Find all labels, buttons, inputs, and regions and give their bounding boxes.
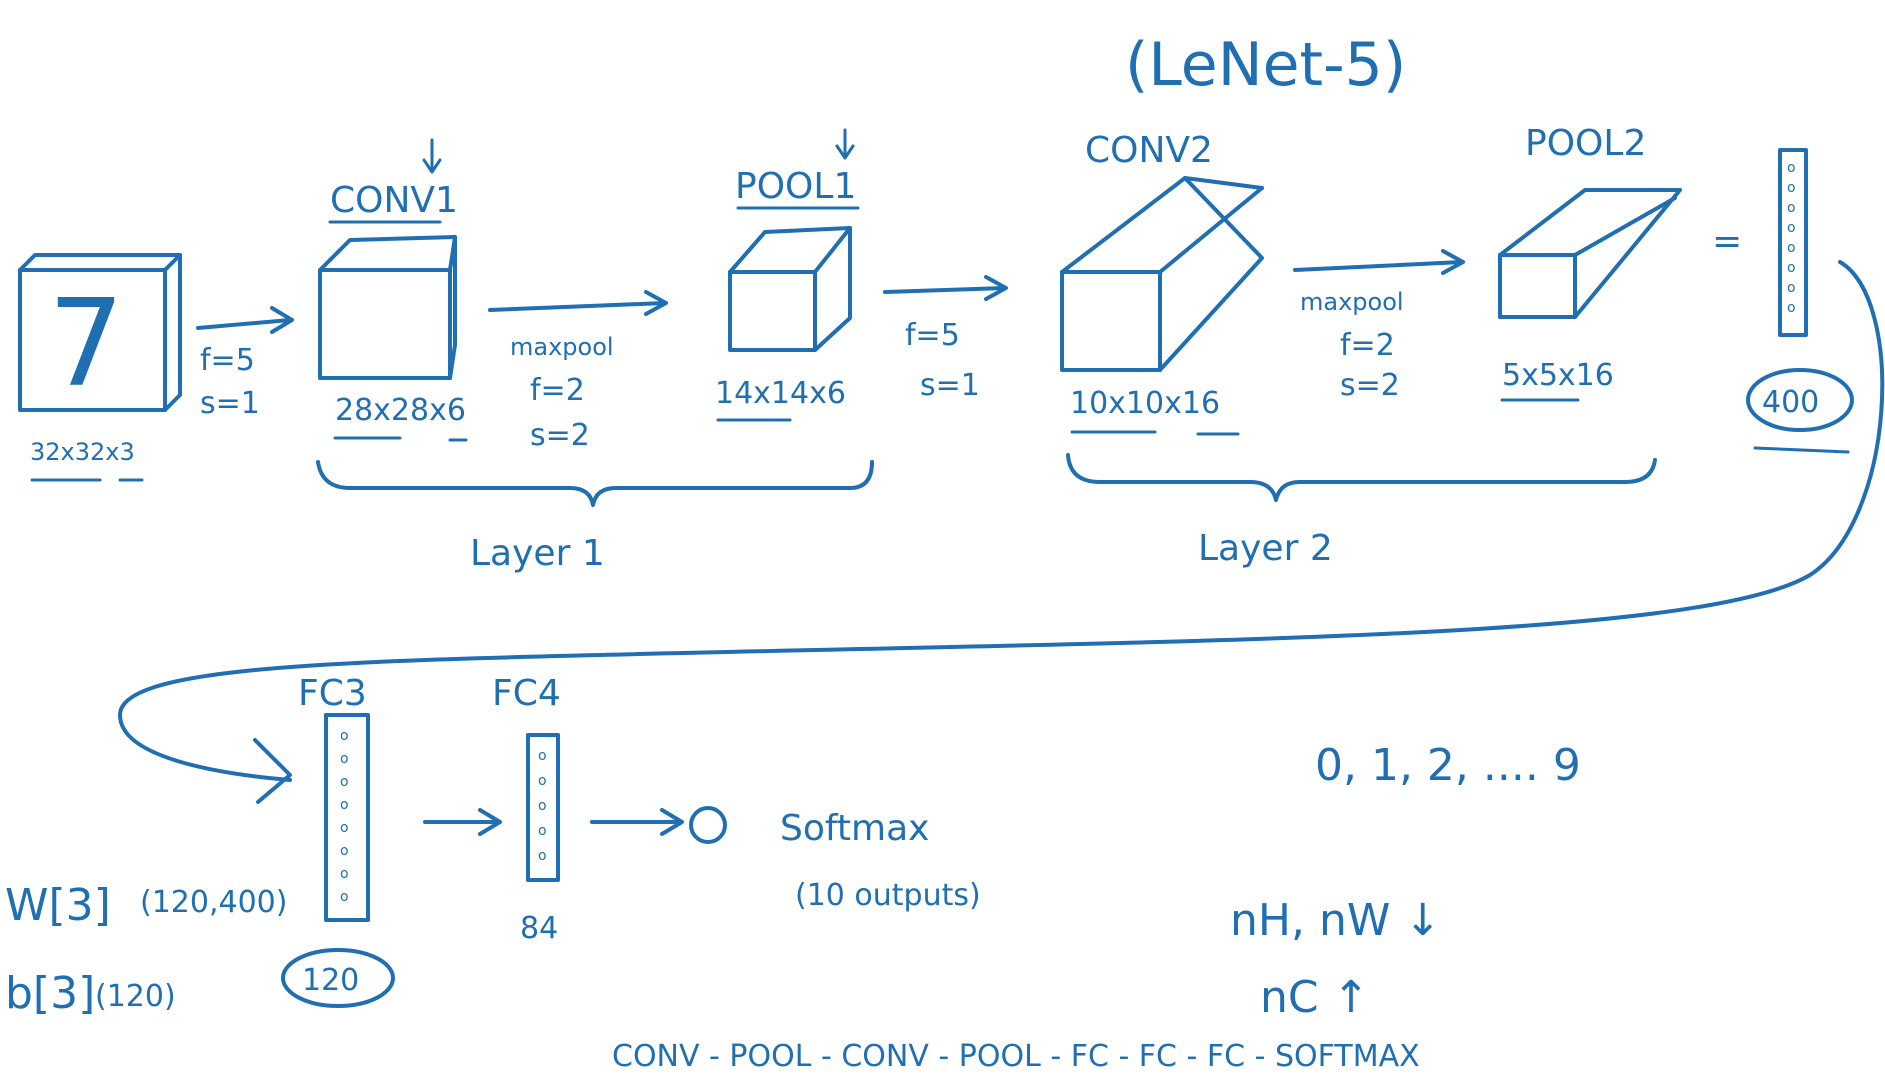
arrow-conv1-pool1	[488, 290, 668, 316]
input-volume: 7	[18, 253, 182, 414]
svg-text:o: o	[340, 820, 349, 836]
svg-text:o: o	[1787, 200, 1796, 216]
svg-text:o: o	[340, 866, 349, 882]
svg-text:o: o	[340, 843, 349, 859]
pool2-volume	[1498, 188, 1682, 319]
conv2-stride: s=1	[920, 368, 980, 403]
svg-text:o: o	[340, 797, 349, 813]
conv2-filter-size: f=5	[905, 318, 960, 353]
svg-text:o: o	[1787, 300, 1796, 316]
fc3-weight-label: W[3]	[5, 880, 111, 931]
conv2-label: CONV2	[1085, 130, 1213, 171]
fc3-weight-dims: (120,400)	[140, 885, 287, 920]
connector-flatten-fc3	[118, 260, 1885, 782]
svg-text:o: o	[1787, 240, 1796, 256]
flatten-vector: o o o o o o o o	[1778, 148, 1808, 337]
svg-text:o: o	[538, 748, 547, 764]
fc3-vector: o o o o o o o o	[324, 713, 370, 922]
equals-sign: =	[1712, 221, 1742, 262]
svg-text:o: o	[1787, 280, 1796, 296]
svg-text:o: o	[538, 848, 547, 864]
flatten-size-circle	[1746, 368, 1854, 432]
svg-text:o: o	[340, 728, 349, 744]
conv1-label: CONV1	[330, 180, 458, 221]
fc4-label: FC4	[492, 673, 561, 714]
fc3-bias-dims: (120)	[95, 979, 176, 1014]
svg-text:o: o	[1787, 180, 1796, 196]
conv1-volume	[318, 235, 457, 380]
pool2-label: POOL2	[1525, 123, 1646, 164]
svg-text:o: o	[1787, 220, 1796, 236]
architecture-sequence: CONV - POOL - CONV - POOL - FC - FC - FC…	[612, 1039, 1420, 1074]
pool2-dims: 5x5x16	[1502, 358, 1614, 393]
maxpool2-filter: f=2	[1340, 328, 1395, 363]
flatten-size: 400	[1762, 385, 1819, 420]
arrow-fc3-fc4	[423, 808, 502, 836]
svg-text:o: o	[538, 823, 547, 839]
spatial-dims-note: nH, nW ↓	[1230, 895, 1441, 946]
arrow-pool1-conv2	[883, 275, 1008, 301]
conv2-volume	[1060, 176, 1264, 372]
maxpool2-stride: s=2	[1340, 368, 1400, 403]
network-title: (LeNet-5)	[1125, 30, 1406, 100]
svg-text:o: o	[538, 798, 547, 814]
softmax-outputs: (10 outputs)	[795, 878, 981, 913]
layer1-label: Layer 1	[470, 533, 605, 574]
maxpool1-label: maxpool	[510, 333, 614, 361]
pool1-dims: 14x14x6	[715, 376, 846, 411]
svg-text:o: o	[1787, 260, 1796, 276]
maxpool2-label: maxpool	[1300, 288, 1404, 316]
output-node	[689, 806, 727, 844]
fc4-vector: o o o o o	[526, 733, 560, 882]
softmax-label: Softmax	[780, 808, 929, 849]
layer1-brace	[316, 460, 874, 507]
svg-text:o: o	[538, 773, 547, 789]
svg-text:o: o	[1787, 160, 1796, 176]
fc4-size: 84	[520, 911, 558, 946]
fc3-size-circle	[281, 948, 395, 1008]
conv1-dims: 28x28x6	[335, 393, 466, 428]
pool1-volume	[728, 226, 852, 352]
layer2-brace	[1066, 453, 1657, 502]
channels-note: nC ↑	[1260, 972, 1369, 1023]
pool1-label: POOL1	[735, 166, 856, 207]
class-range: 0, 1, 2, .... 9	[1315, 740, 1581, 791]
arrow-fc4-output	[590, 808, 684, 836]
conv2-dims: 10x10x16	[1070, 386, 1220, 421]
fc3-label: FC3	[298, 673, 367, 714]
arrow-conv2-pool2	[1293, 249, 1465, 275]
input-digit: 7	[48, 275, 124, 414]
conv1-filter-size: f=5	[200, 343, 255, 378]
arrow-input-conv1	[196, 306, 294, 334]
conv1-stride: s=1	[200, 386, 260, 421]
input-dims: 32x32x3	[30, 438, 135, 466]
svg-text:o: o	[340, 774, 349, 790]
svg-text:o: o	[340, 889, 349, 905]
fc3-bias-label: b[3]	[5, 968, 95, 1019]
svg-text:o: o	[340, 751, 349, 767]
layer2-label: Layer 2	[1198, 528, 1333, 569]
maxpool1-stride: s=2	[530, 418, 590, 453]
fc3-size: 120	[302, 963, 359, 998]
maxpool1-filter: f=2	[530, 373, 585, 408]
